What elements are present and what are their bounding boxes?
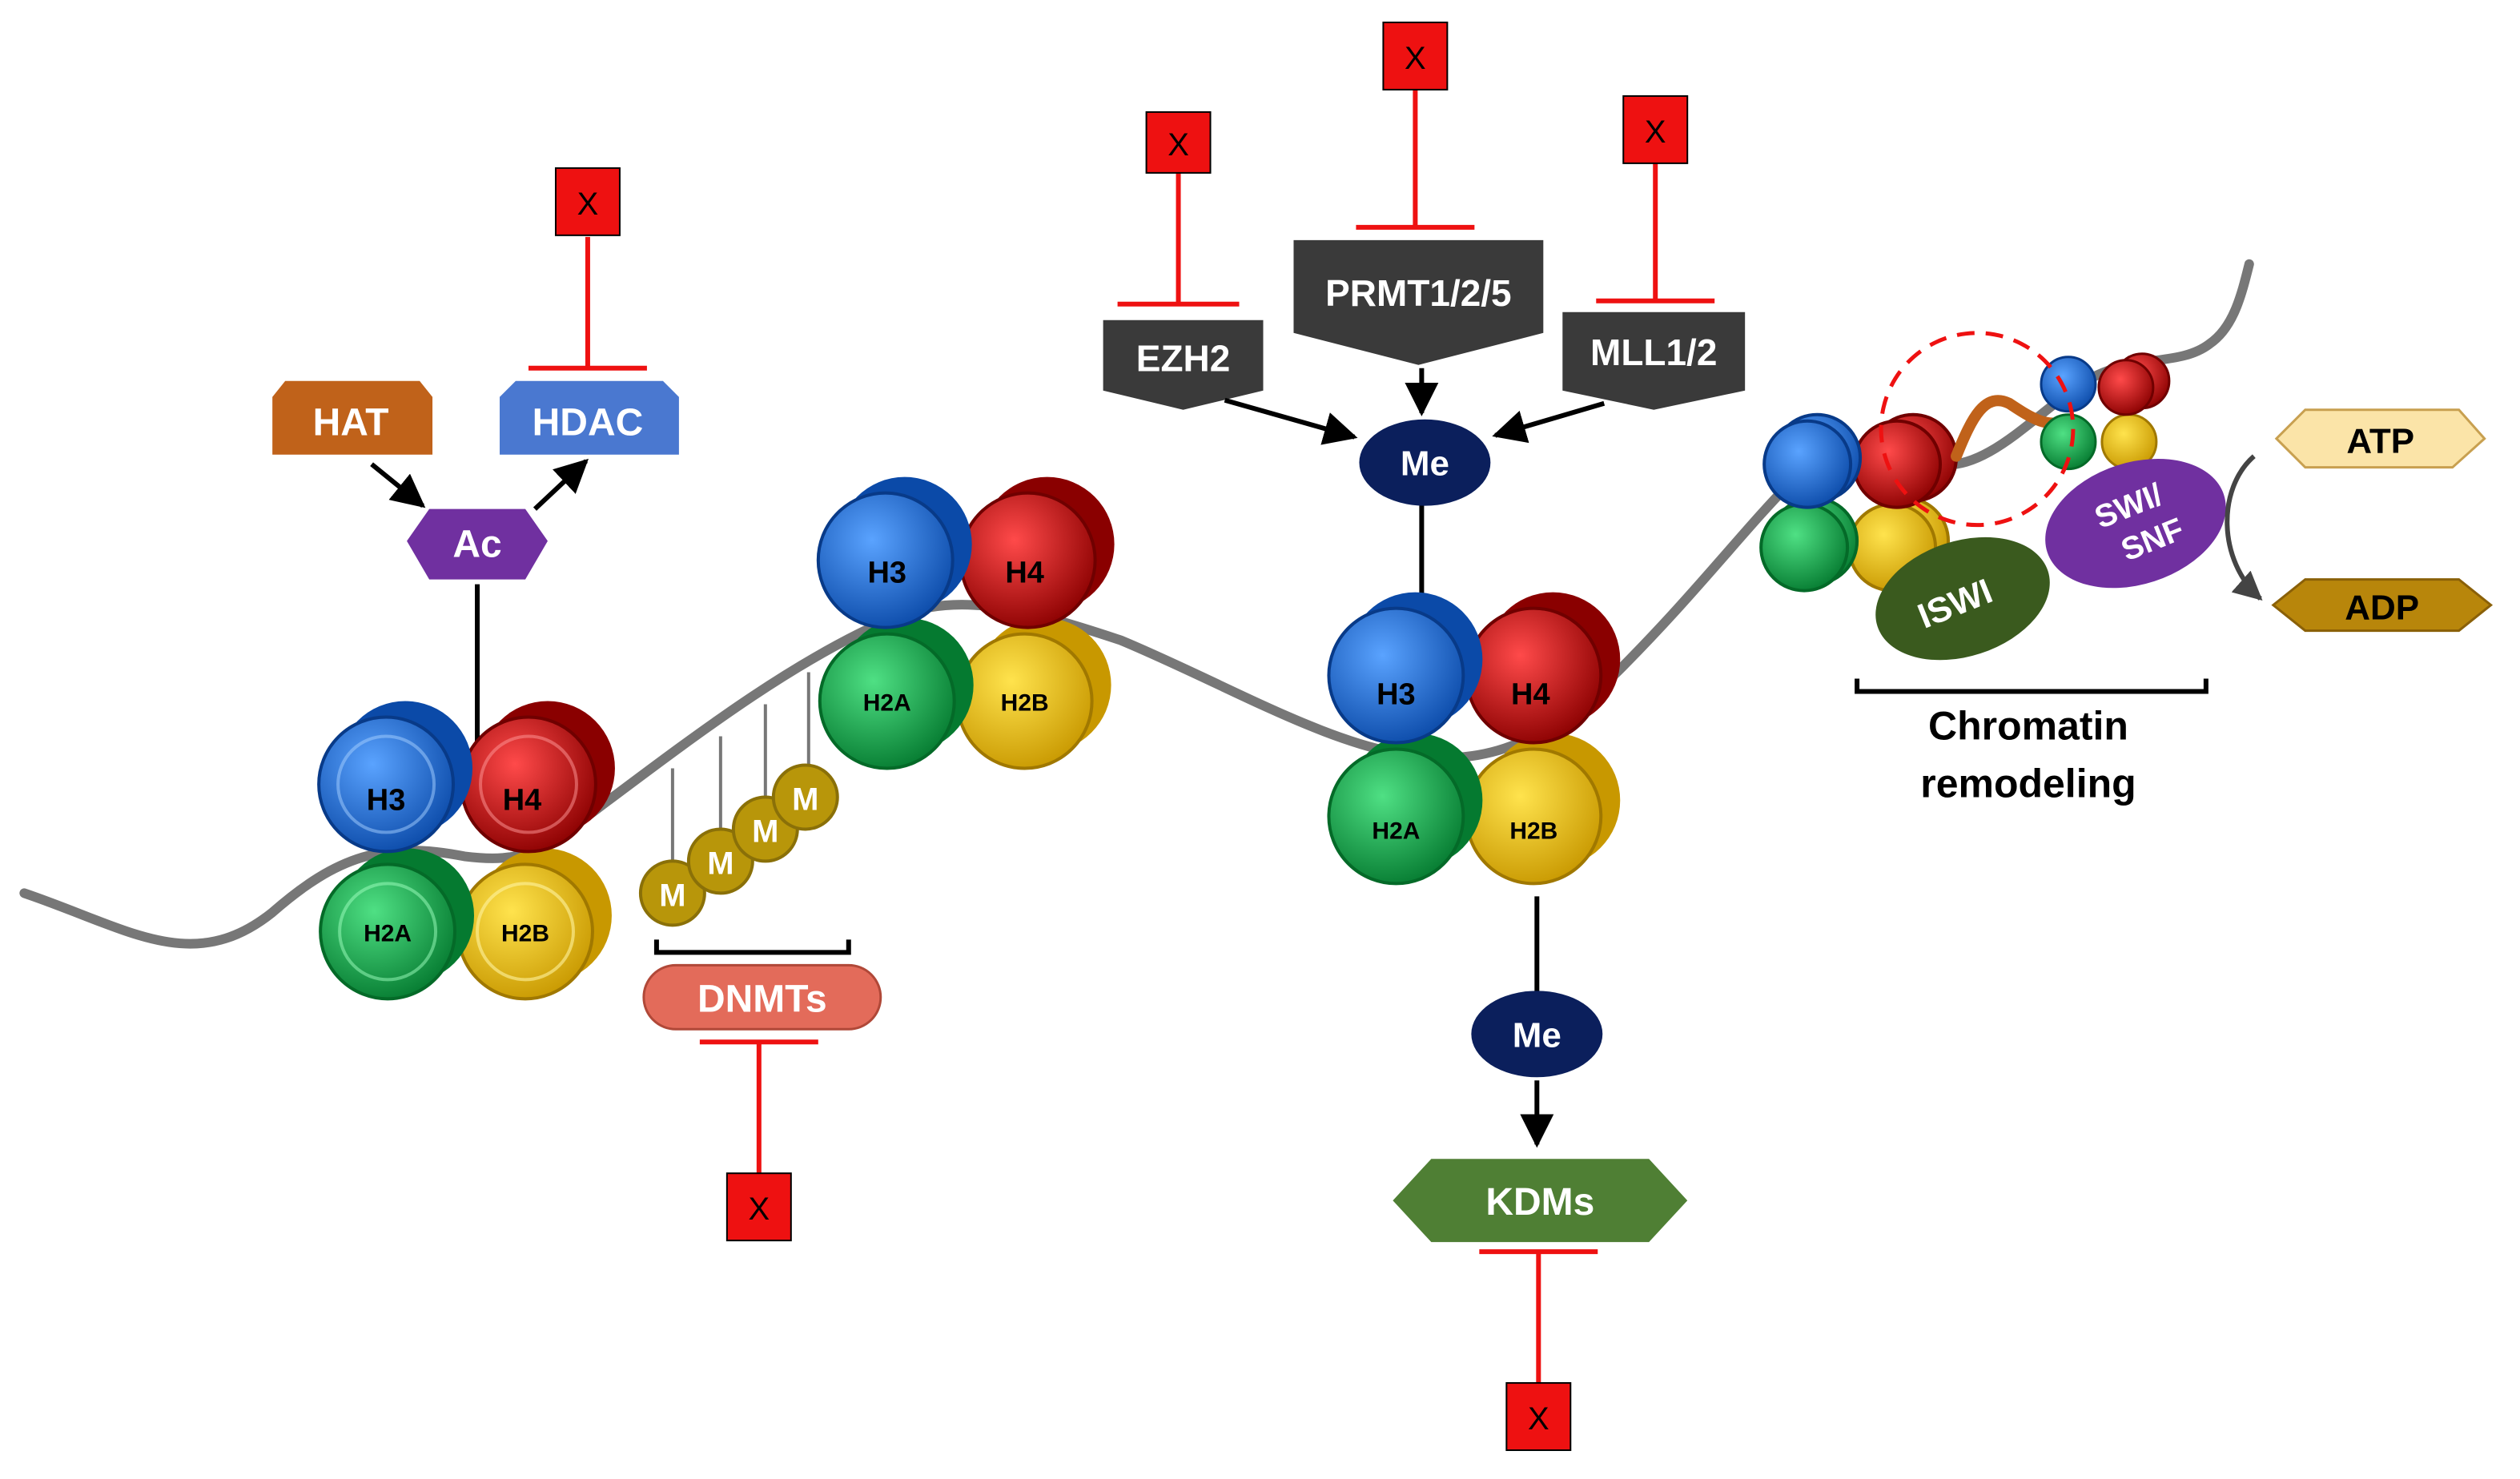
dna-methylation: M M M M: [638, 672, 851, 955]
hat-enzyme: HAT: [272, 380, 433, 455]
kdms-inhibitor: X: [1479, 1249, 1598, 1452]
histone-h2b: H2B: [1465, 733, 1621, 886]
remodeling-bracket: [1855, 678, 2209, 694]
prmt-enzyme: PRMT1/2/5: [1293, 239, 1544, 365]
acetyl-mark: Ac: [407, 508, 548, 580]
svg-text:DNMTs: DNMTs: [697, 978, 827, 1020]
remodeling-nucleosome-main: [1759, 412, 1959, 593]
svg-text:H3: H3: [1377, 678, 1416, 712]
methyl-mark-bottom: Me: [1471, 991, 1603, 1078]
ezh2-inhibitor: X: [1117, 111, 1240, 307]
svg-text:HDAC: HDAC: [533, 402, 644, 444]
svg-text:M: M: [707, 846, 733, 881]
svg-text:M: M: [792, 782, 818, 817]
methyl-mark-top: Me: [1359, 419, 1491, 506]
svg-text:M: M: [659, 878, 685, 913]
svg-text:X: X: [577, 187, 599, 222]
svg-text:H2A: H2A: [1372, 818, 1420, 844]
svg-text:H2A: H2A: [364, 920, 412, 946]
histone-h3: H3: [816, 476, 972, 629]
remodeling-nucleosome-small: [2040, 352, 2171, 471]
histone-h3: H3: [1327, 592, 1483, 745]
svg-text:MLL1/2: MLL1/2: [1590, 332, 1717, 373]
ezh2-to-me-arrow: [1224, 397, 1358, 445]
hdac-enzyme: HDAC: [500, 380, 679, 455]
svg-text:H2A: H2A: [863, 690, 911, 717]
histone-h3: [1762, 412, 1863, 509]
svg-text:H2B: H2B: [1509, 818, 1557, 844]
svg-text:X: X: [1405, 41, 1426, 76]
svg-text:ATP: ATP: [2346, 422, 2414, 461]
svg-text:X: X: [1645, 115, 1666, 150]
svg-text:Ac: Ac: [452, 524, 501, 566]
histone-h2a: H2A: [818, 617, 974, 770]
iswi-complex: ISWI: [1875, 537, 2050, 661]
svg-text:H4: H4: [1511, 678, 1550, 712]
histone-h2b: H2B: [456, 848, 612, 1001]
svg-text:H2B: H2B: [501, 920, 549, 946]
svg-text:EZH2: EZH2: [1136, 338, 1231, 380]
svg-text:H2B: H2B: [1001, 690, 1049, 717]
svg-text:H4: H4: [503, 783, 542, 817]
svg-text:X: X: [749, 1192, 770, 1227]
prmt-inhibitor: X: [1356, 21, 1475, 230]
histone-h3: H3: [317, 701, 473, 854]
swi-snf-complex: SWI/ SNF: [2045, 459, 2226, 589]
kdms-enzyme: KDMs: [1393, 1159, 1688, 1243]
histone-h3: [2040, 356, 2097, 413]
svg-text:PRMT1/2/5: PRMT1/2/5: [1325, 272, 1511, 314]
remodeling-label-line2: remodeling: [1920, 761, 2136, 806]
histone-h4: [1852, 412, 1959, 509]
adp-label: ADP: [2271, 578, 2494, 633]
atp-hydrolysis-arrow: [2225, 454, 2263, 601]
ezh2-enzyme: EZH2: [1103, 320, 1264, 410]
ac-to-hdac-arrow: [533, 458, 589, 511]
mll-inhibitor: X: [1596, 94, 1715, 303]
svg-text:H4: H4: [1005, 557, 1044, 590]
histone-h4: [2097, 352, 2171, 416]
svg-text:Me: Me: [1513, 1015, 1561, 1055]
histone-h2a: [1759, 496, 1859, 593]
histone-h2a: H2A: [319, 848, 475, 1001]
histone-h4: H4: [959, 476, 1115, 629]
svg-text:ADP: ADP: [2345, 589, 2419, 628]
hat-to-ac-arrow: [370, 462, 426, 508]
histone-h4: H4: [460, 701, 615, 854]
nucleosome-center: H2B H2A H4 H3: [1327, 592, 1621, 886]
methyl-group: M: [771, 763, 839, 831]
remodeling-label-line1: Chromatin: [1928, 704, 2128, 749]
histone-h4: H4: [1465, 592, 1621, 745]
histone-h2a: [2040, 413, 2097, 471]
remodeling-highlight-circle: [1879, 331, 2076, 528]
svg-text:H3: H3: [867, 557, 906, 590]
dnmts-inhibitor: X: [699, 1039, 818, 1242]
dna-strand: [19, 259, 2254, 949]
svg-text:M: M: [752, 814, 778, 849]
svg-text:X: X: [1168, 127, 1189, 163]
dnmts-enzyme: DNMTs: [642, 963, 882, 1031]
svg-text:KDMs: KDMs: [1485, 1181, 1594, 1224]
histone-h2b: H2B: [955, 617, 1111, 770]
atp-label: ATP: [2274, 408, 2486, 469]
mll-to-me-arrow: [1492, 400, 1606, 444]
mll-enzyme: MLL1/2: [1562, 311, 1746, 410]
svg-text:Me: Me: [1401, 444, 1449, 484]
svg-text:H3: H3: [367, 783, 406, 817]
methyl-group: M: [638, 859, 706, 927]
svg-text:HAT: HAT: [313, 402, 389, 444]
histone-h2a: H2A: [1327, 733, 1483, 886]
nucleosome-second: H2B H2A H4 H3: [816, 476, 1115, 770]
hdac-inhibitor: X: [528, 167, 647, 371]
svg-text:X: X: [1528, 1401, 1549, 1437]
nucleosome-left: H2B H2A H4 H3: [317, 584, 615, 1001]
